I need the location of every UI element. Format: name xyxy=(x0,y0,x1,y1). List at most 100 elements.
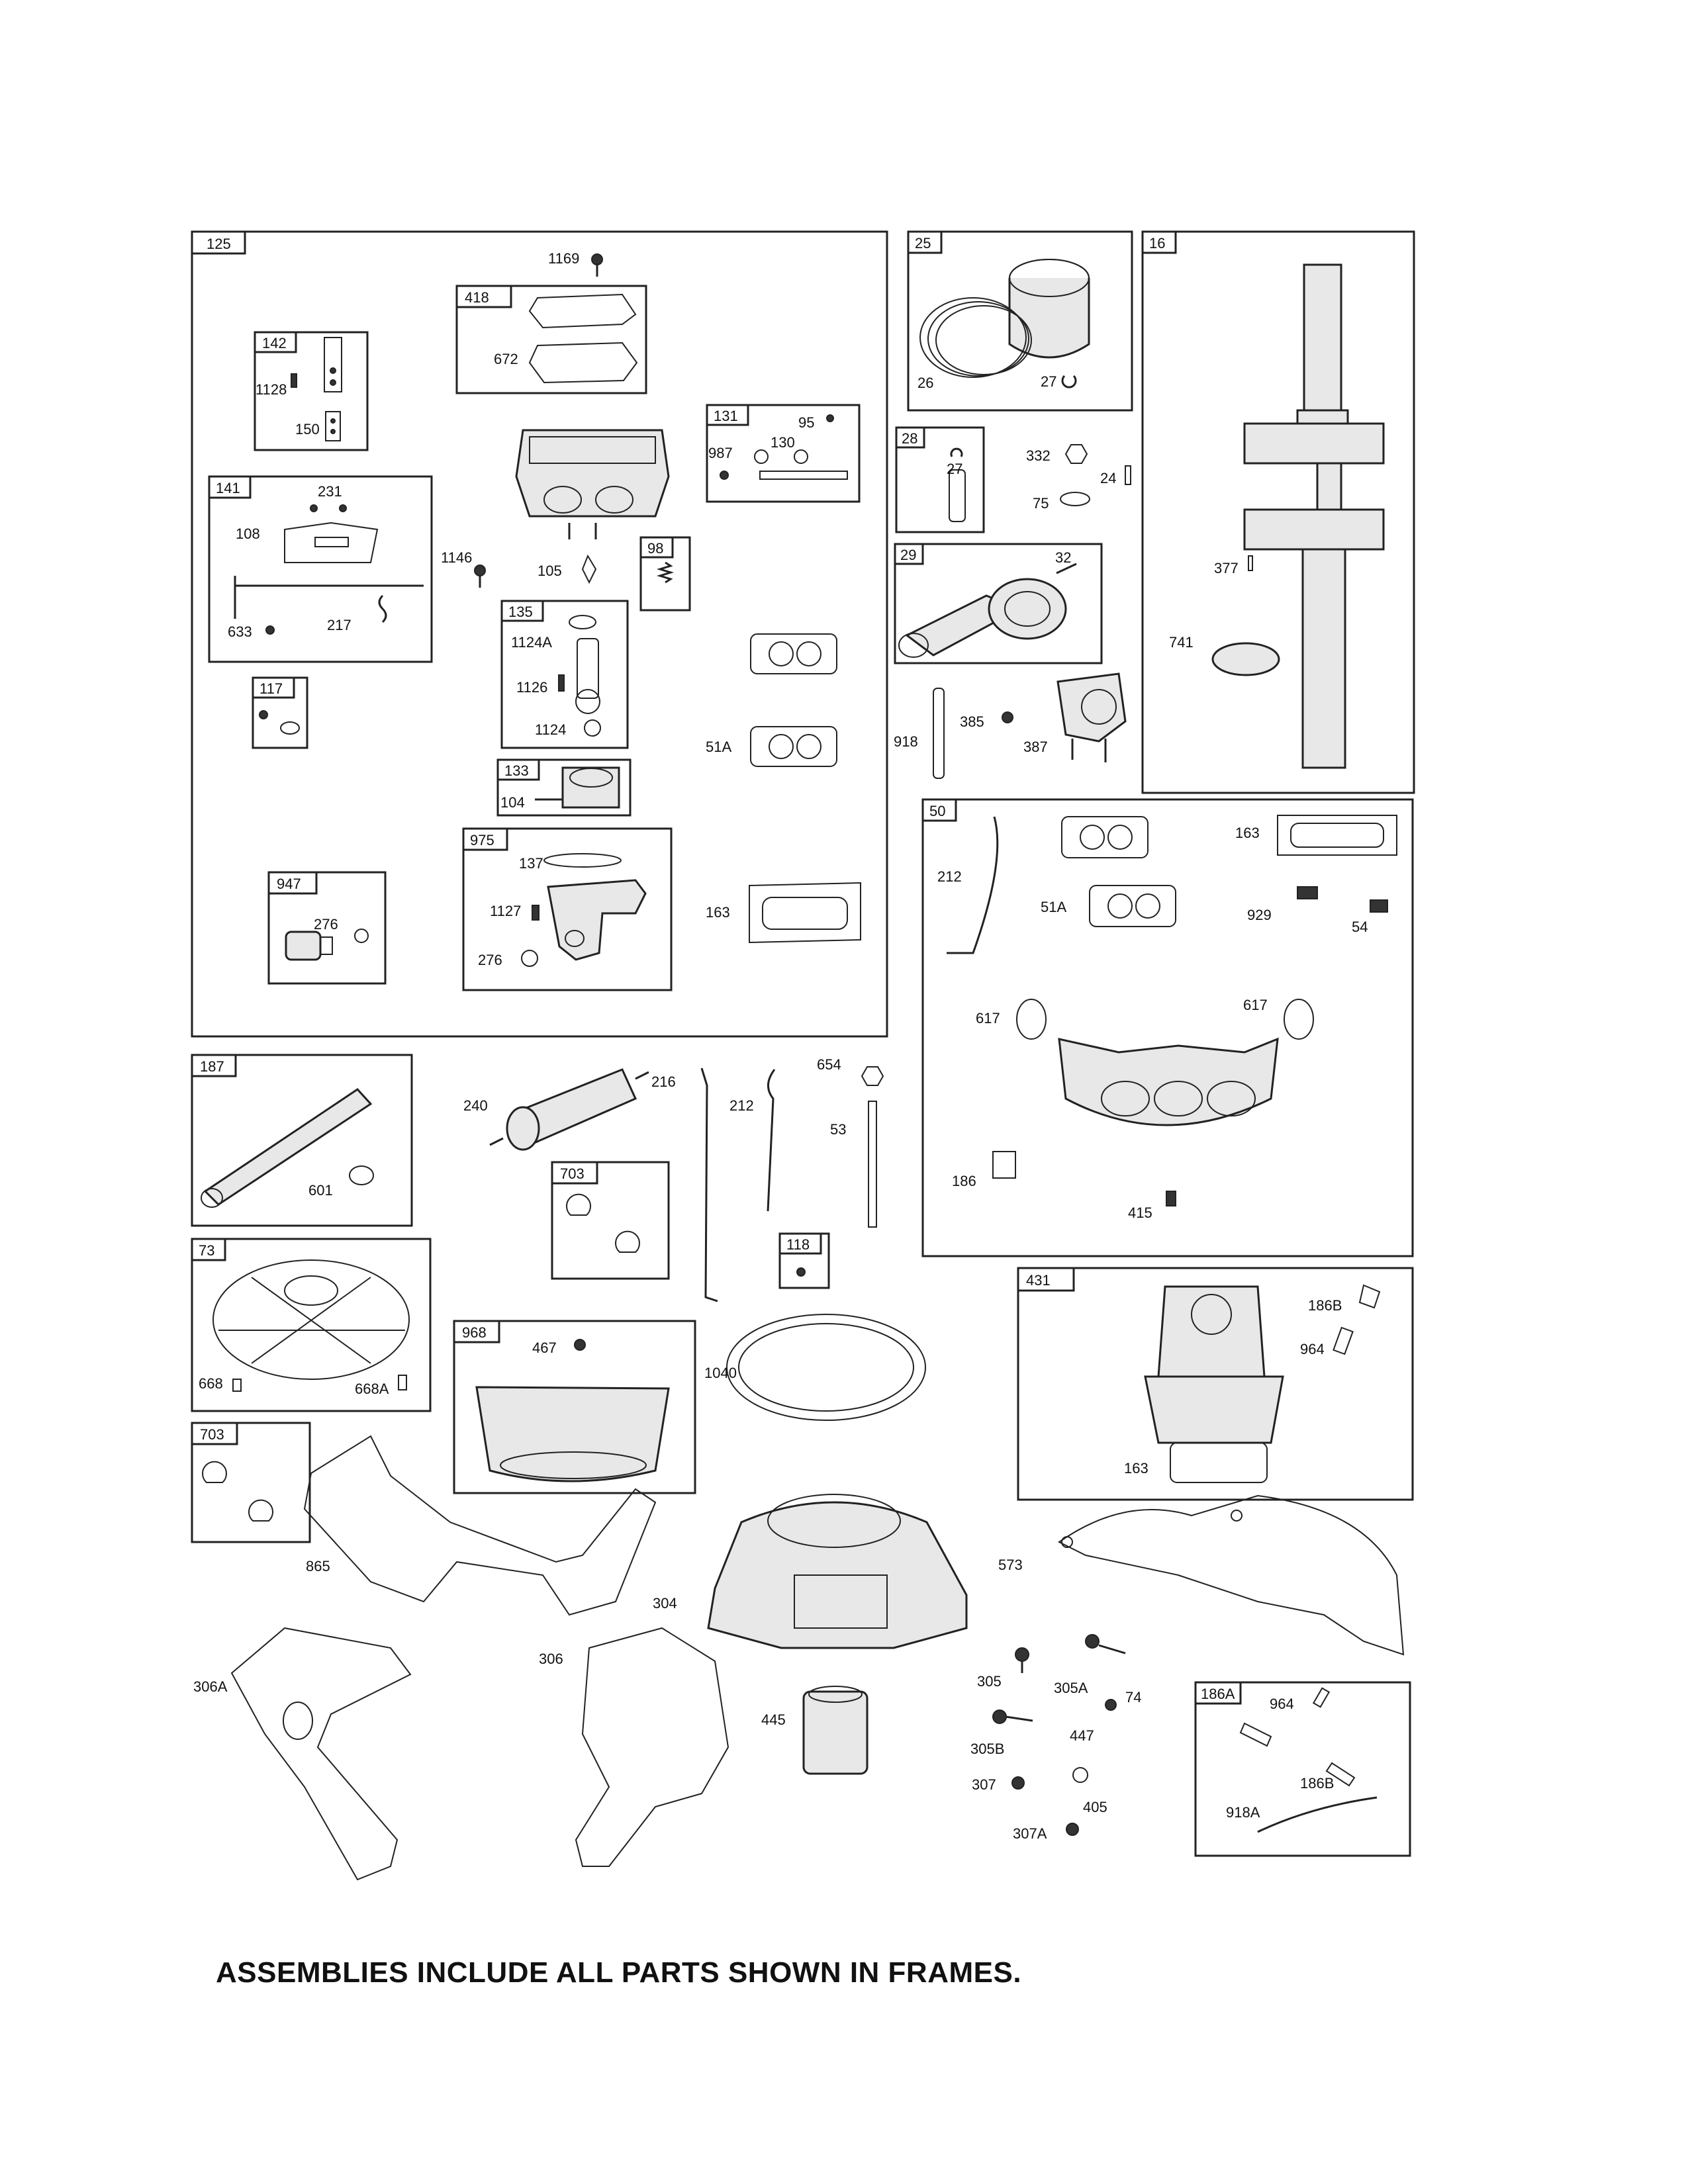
frame-tag-73: 73 xyxy=(199,1242,214,1259)
label-377: 377 xyxy=(1214,560,1239,576)
frame-28 xyxy=(895,426,985,533)
label-617-right: 617 xyxy=(1243,997,1268,1013)
part-labels: 1169 672 1128 150 95 987 130 231 108 114… xyxy=(193,250,1368,1842)
label-95: 95 xyxy=(798,414,814,431)
air-filter-base-431 xyxy=(1144,1284,1381,1483)
label-306A: 306A xyxy=(193,1678,228,1695)
label-305B: 305B xyxy=(970,1741,1004,1757)
frame-187 xyxy=(191,1054,413,1227)
plate-306A xyxy=(230,1627,412,1881)
label-387: 387 xyxy=(1023,739,1048,755)
label-1124A: 1124A xyxy=(511,634,552,651)
frame-tag-29: 29 xyxy=(900,547,916,563)
label-150: 150 xyxy=(295,421,320,437)
label-447: 447 xyxy=(1070,1727,1094,1744)
label-987: 987 xyxy=(708,445,733,461)
label-964-431: 964 xyxy=(1300,1341,1325,1357)
frame-tag-187: 187 xyxy=(200,1058,224,1075)
part-117 xyxy=(259,710,268,719)
oil-pump-387 xyxy=(1056,672,1127,762)
label-918: 918 xyxy=(894,733,918,750)
label-163-431: 163 xyxy=(1124,1460,1149,1477)
fittings-186A xyxy=(1239,1687,1378,1833)
label-1128: 1128 xyxy=(256,381,287,398)
frame-968 xyxy=(453,1320,696,1494)
part-118 xyxy=(796,1267,806,1277)
rod-216 xyxy=(700,1068,718,1302)
label-186: 186 xyxy=(952,1173,976,1189)
label-573: 573 xyxy=(998,1557,1023,1573)
label-75: 75 xyxy=(1033,495,1049,512)
label-74: 74 xyxy=(1125,1689,1141,1706)
filter-element-445 xyxy=(802,1686,868,1775)
spring-98 xyxy=(656,561,675,584)
rod-212 xyxy=(767,1069,776,1212)
float-133 xyxy=(535,766,620,809)
frame-tag-975: 975 xyxy=(470,832,494,848)
frame-tag-131: 131 xyxy=(714,408,738,424)
frame-tag-968: 968 xyxy=(462,1324,487,1341)
bracket-865 xyxy=(303,1435,657,1616)
label-104: 104 xyxy=(500,794,525,811)
label-130: 130 xyxy=(771,434,795,451)
label-405: 405 xyxy=(1083,1799,1107,1815)
label-1146: 1146 xyxy=(441,549,472,566)
part-135 xyxy=(558,615,601,737)
label-217: 217 xyxy=(327,617,352,633)
part-142 xyxy=(291,337,342,441)
label-163-125: 163 xyxy=(706,904,730,921)
frame-tag-50: 50 xyxy=(929,803,945,819)
label-929: 929 xyxy=(1247,907,1272,923)
label-216: 216 xyxy=(651,1073,676,1090)
part-131 xyxy=(720,414,848,480)
screen-73 xyxy=(212,1259,410,1392)
label-668: 668 xyxy=(199,1375,223,1392)
label-617-left: 617 xyxy=(976,1010,1000,1026)
clamp-703-upper xyxy=(566,1193,591,1216)
frame-131 xyxy=(706,404,861,503)
frame-tag-142: 142 xyxy=(262,335,287,351)
frame-142 xyxy=(254,331,369,451)
frame-tag-141: 141 xyxy=(216,480,240,496)
frame-tag-947: 947 xyxy=(277,876,301,892)
frame-tag-431: 431 xyxy=(1026,1272,1051,1289)
frame-tag-186A: 186A xyxy=(1201,1686,1235,1702)
frame-703-upper xyxy=(551,1161,670,1280)
fuel-filter-240 xyxy=(489,1068,649,1151)
label-276-975: 276 xyxy=(478,952,502,968)
frame-135 xyxy=(500,600,629,749)
label-445: 445 xyxy=(761,1711,786,1728)
needle-105 xyxy=(581,554,597,584)
frame-tag-703-upper: 703 xyxy=(560,1165,585,1182)
label-1124: 1124 xyxy=(535,721,566,738)
guard-968 xyxy=(475,1339,670,1482)
label-108: 108 xyxy=(236,525,260,542)
part-141 xyxy=(234,504,424,635)
crankshaft-16 xyxy=(1211,263,1385,769)
label-186B-431: 186B xyxy=(1308,1297,1342,1314)
gasket-672 xyxy=(528,293,638,384)
piston-25 xyxy=(919,259,1090,388)
footer-note: ASSEMBLIES INCLUDE ALL PARTS SHOWN IN FR… xyxy=(216,1956,1022,1989)
frame-tag-28: 28 xyxy=(902,430,917,447)
frame-133 xyxy=(496,758,632,817)
label-633: 633 xyxy=(228,623,252,640)
frame-947 xyxy=(267,871,387,985)
label-415: 415 xyxy=(1128,1205,1152,1221)
label-385: 385 xyxy=(960,713,984,730)
screw-1146 xyxy=(474,565,486,576)
frame-tag-118: 118 xyxy=(786,1236,810,1253)
label-1127: 1127 xyxy=(490,903,521,919)
tube-918 xyxy=(933,688,945,779)
label-964-186A: 964 xyxy=(1270,1696,1294,1712)
blower-housing-304 xyxy=(707,1494,968,1649)
bowl-975 xyxy=(521,853,647,967)
label-307A: 307A xyxy=(1013,1825,1047,1842)
label-51A-upper: 51A xyxy=(706,739,731,755)
frame-tag-133: 133 xyxy=(504,762,529,779)
label-741: 741 xyxy=(1169,634,1194,651)
frame-tag-125: 125 xyxy=(207,236,231,252)
label-186B-186A: 186B xyxy=(1300,1775,1334,1792)
label-1040: 1040 xyxy=(704,1365,737,1381)
